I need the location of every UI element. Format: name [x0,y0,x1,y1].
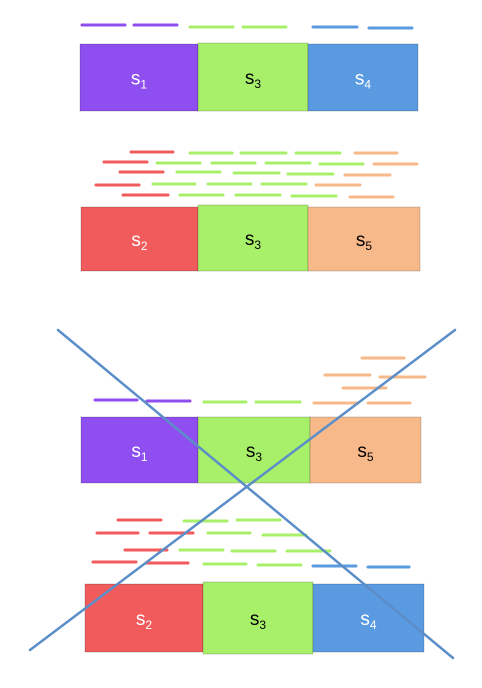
block-label: s3 [246,441,263,464]
block-s1: s1 [79,43,199,112]
block-s5: s5 [307,206,421,272]
block-label: s3 [245,229,262,252]
block-s5: s5 [309,416,422,484]
block-s3: s3 [197,42,309,112]
cross-out-line [56,328,455,660]
block-s4: s4 [312,583,425,653]
block-label: s5 [357,441,374,464]
block-label: s5 [356,230,373,253]
block-label: s2 [136,609,153,632]
block-label: s3 [250,609,267,632]
block-s2: s2 [80,206,199,272]
block-s1: s1 [80,416,199,484]
block-s4: s4 [307,43,419,112]
block-label: s4 [360,609,377,632]
block-label: s1 [131,69,148,92]
cross-out-line [28,328,457,652]
block-label: s1 [131,441,148,464]
block-s3: s3 [197,416,311,484]
block-label: s2 [131,230,148,253]
block-s3: s3 [202,581,314,655]
block-label: s4 [355,69,372,92]
block-s3: s3 [197,204,309,272]
block-label: s3 [245,68,262,91]
